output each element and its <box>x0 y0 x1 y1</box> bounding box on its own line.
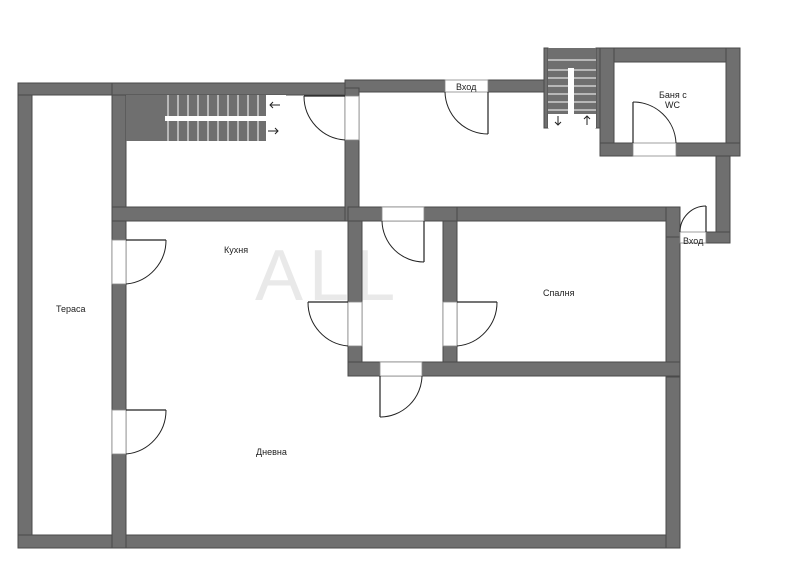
kitchen-top-wall <box>111 206 361 222</box>
terrace-label: Тераса <box>56 304 86 314</box>
bath-label-line1: Баня с <box>659 90 687 100</box>
corridor-right-wall <box>442 206 458 376</box>
terrace-door-gap-2 <box>111 409 127 455</box>
bath-wall-bottom-right <box>675 142 741 157</box>
living-door-gap <box>379 361 423 377</box>
corridor-left-wall <box>347 206 363 376</box>
terrace-divider-wall <box>111 82 127 549</box>
bedroom-label: Спалня <box>543 288 575 298</box>
bedroom-door-icon <box>456 301 498 347</box>
bath-door-gap <box>632 142 677 157</box>
bedroom-door-gap <box>442 301 458 347</box>
stair-arrow-up-icon <box>583 115 591 125</box>
bath-wall-bottom-left <box>599 142 634 157</box>
entrance-top-gap <box>444 79 489 93</box>
hall-door-gap <box>344 95 360 141</box>
entrance-right-label: Вход <box>683 236 704 246</box>
bath-door-icon <box>632 101 677 144</box>
kitchen-door-gap <box>347 301 363 347</box>
stair-arrow-left-icon <box>269 101 280 109</box>
entrance-top-door-icon <box>444 91 489 135</box>
bath-wall-top <box>599 47 741 63</box>
terrace-door-1-icon <box>125 239 167 285</box>
bedroom-top-wall <box>442 206 681 222</box>
stair2-wall-right <box>595 47 601 129</box>
stair2-wall-left <box>543 47 549 129</box>
terrace-door-2-icon <box>125 409 167 455</box>
corridor-top-door-gap <box>381 206 425 222</box>
bath-wall-right <box>725 47 741 157</box>
stair-arrow-down-icon <box>554 116 562 126</box>
terrace-door-gap-1 <box>111 239 127 285</box>
corridor-top-door-icon <box>381 220 425 263</box>
entrance-right-gap <box>679 231 707 244</box>
hall-right-bottom <box>705 231 731 244</box>
hall-right-wall <box>715 154 731 244</box>
kitchen-door-icon <box>307 301 349 347</box>
staircase-left <box>126 95 286 141</box>
bath-label-line2: WC <box>665 100 680 110</box>
top-wall-stairs <box>111 82 358 96</box>
bath-wall-left <box>599 47 615 157</box>
corridor-bottom-wall <box>347 361 681 377</box>
hall-door-icon <box>303 95 346 141</box>
stair-arrow-right-icon <box>268 127 279 135</box>
top-wall-hall-right <box>487 79 547 93</box>
right-wall-lower <box>665 364 681 549</box>
watermark: ALL <box>255 236 401 316</box>
terrace-wall-left <box>17 82 33 549</box>
living-door-icon <box>379 375 423 418</box>
kitchen-label: Кухня <box>224 245 248 255</box>
terrace-wall-top <box>17 82 121 96</box>
entrance-right-door-icon <box>679 205 707 233</box>
staircase-right <box>548 48 596 128</box>
entrance-top-label: Вход <box>456 82 477 92</box>
top-wall-hall <box>344 79 446 93</box>
living-label: Дневна <box>256 447 287 457</box>
hall-right-join <box>665 206 681 238</box>
